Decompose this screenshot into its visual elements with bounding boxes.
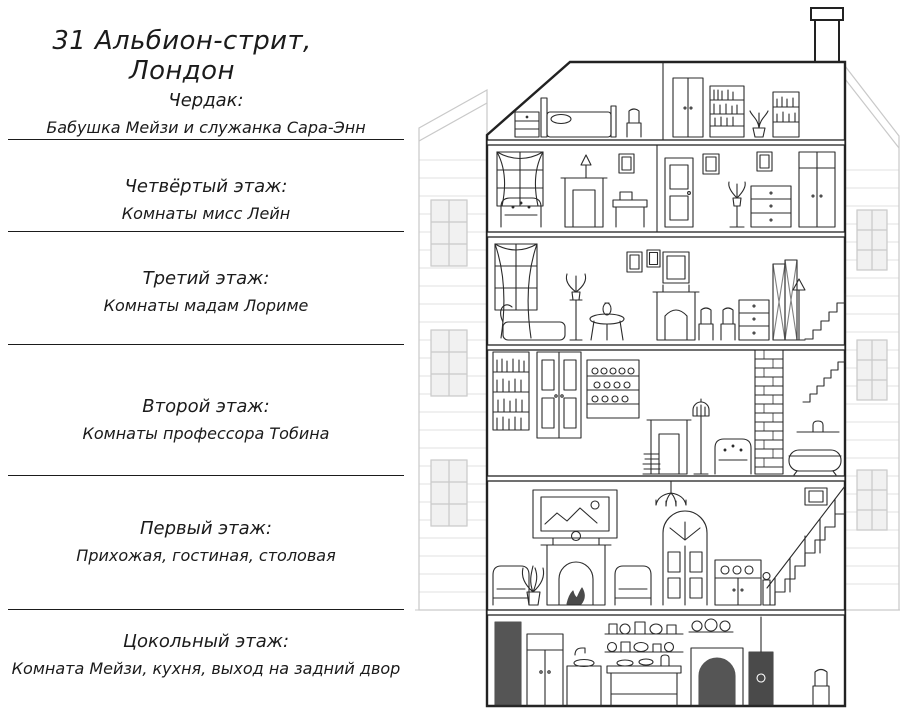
stove-icon xyxy=(748,616,774,707)
chair-icon xyxy=(698,307,736,341)
chaise-icon xyxy=(500,304,566,341)
floor-divider xyxy=(8,344,404,345)
back-door-icon xyxy=(494,621,522,707)
wing-chair-icon xyxy=(492,565,530,606)
potted-plant-icon xyxy=(749,110,769,138)
wardrobe-icon xyxy=(672,77,704,138)
floor-description: Комнаты мисс Лейн xyxy=(121,204,291,223)
fourth-floor-room xyxy=(496,144,836,233)
page-title: 31 Альбион-стрит, Лондон xyxy=(52,26,312,86)
floor-description: Комнаты мадам Лориме xyxy=(103,296,309,315)
floor-entry-third: Третий этаж: Комнаты мадам Лориме xyxy=(6,268,406,315)
sink-icon xyxy=(566,647,602,707)
left-neighbor-house xyxy=(418,88,488,611)
fern-plant-icon xyxy=(521,565,545,606)
wing-chair-icon xyxy=(614,565,652,606)
floor-entry-fourth: Четвёртый этаж: Комнаты мисс Лейн xyxy=(6,176,406,223)
bed-icon xyxy=(540,97,617,138)
bathtub-icon xyxy=(788,449,842,476)
kitchen-chair-icon xyxy=(812,668,830,707)
first-floor-room xyxy=(492,480,846,606)
right-neighbor-house xyxy=(844,64,900,611)
cabinet-icon xyxy=(798,151,836,228)
floor-description: Прихожая, гостиная, столовая xyxy=(76,546,336,565)
attic-room xyxy=(514,61,800,141)
birdcage-icon xyxy=(692,398,710,475)
fireplace-icon xyxy=(560,154,608,228)
dresser-icon xyxy=(750,185,792,228)
floor-legend: 31 Альбион-стрит, Лондон Чердак: Бабушка… xyxy=(0,0,412,720)
floor-divider xyxy=(8,231,404,232)
curtained-window-icon xyxy=(494,243,538,339)
plant-stand-icon xyxy=(728,181,746,228)
floor-description: Комнаты профессора Тобина xyxy=(82,424,330,443)
armchair-icon xyxy=(500,197,542,228)
washstand-icon xyxy=(514,111,540,138)
floor-slabs xyxy=(486,139,846,616)
double-door-icon xyxy=(536,351,582,439)
arched-door-icon xyxy=(662,510,708,606)
third-floor-room xyxy=(494,243,846,341)
basement-room xyxy=(494,616,830,707)
brick-wall xyxy=(754,349,784,475)
floor-divider xyxy=(8,475,404,476)
plate-shelf-icon xyxy=(688,618,734,633)
painting-icon xyxy=(532,489,618,539)
fireplace-icon xyxy=(652,284,700,341)
fireplace-icon xyxy=(540,530,612,606)
jar-shelf-icon xyxy=(772,91,800,138)
sideboard-icon xyxy=(714,559,762,606)
bookcase-icon xyxy=(492,351,530,431)
chandelier-icon xyxy=(655,480,687,507)
fireplace-icon xyxy=(646,419,692,475)
wall-frames-icon xyxy=(626,249,661,273)
floor-name: Первый этаж: xyxy=(140,518,272,539)
floor-name: Цокольный этаж: xyxy=(122,631,290,652)
chimney-icon xyxy=(810,7,844,65)
floor-entry-second: Второй этаж: Комнаты профессора Тобина xyxy=(6,396,406,443)
kitchen-shelf-icon xyxy=(604,621,684,653)
armchair-icon xyxy=(714,438,752,475)
kitchen-range-icon xyxy=(690,647,744,707)
folding-screen-icon xyxy=(772,259,798,341)
floor-entry-basement: Цокольный этаж: Комната Мейзи, кухня, вы… xyxy=(6,631,406,678)
floor-name: Чердак: xyxy=(168,90,244,111)
chair-icon xyxy=(626,108,642,138)
second-floor-room xyxy=(492,349,846,476)
stairs-icon xyxy=(802,353,846,403)
china-cabinet-icon xyxy=(586,359,640,419)
house-illustration xyxy=(415,0,900,720)
small-frame-icon xyxy=(804,487,828,506)
floor-name: Второй этаж: xyxy=(142,396,270,417)
floor-divider xyxy=(8,139,404,140)
chest-of-drawers-icon xyxy=(738,299,770,341)
house-cross-section-illustration xyxy=(415,7,900,708)
floor-divider xyxy=(8,609,404,610)
bookshelf-icon xyxy=(709,85,745,138)
floor-description: Бабушка Мейзи и служанка Сара-Энн xyxy=(46,118,366,137)
floor-entry-attic: Чердак: Бабушка Мейзи и служанка Сара-Эн… xyxy=(6,90,406,137)
floor-name: Третий этаж: xyxy=(142,268,270,289)
door-icon xyxy=(664,157,694,228)
kitchen-table-icon xyxy=(606,654,682,707)
desk-icon xyxy=(612,191,648,228)
floor-lamp-icon xyxy=(792,278,806,341)
pedestal-plant-icon xyxy=(565,273,587,341)
shelf-jug-icon xyxy=(796,420,840,433)
mirror-icon xyxy=(662,251,690,284)
floor-entry-first: Первый этаж: Прихожая, гостиная, столова… xyxy=(6,518,406,565)
portrait-icon xyxy=(702,151,773,175)
floor-description: Комната Мейзи, кухня, выход на задний дв… xyxy=(11,659,401,678)
round-table-icon xyxy=(589,302,625,341)
stairs-icon xyxy=(804,293,846,340)
staircase-icon xyxy=(762,485,846,606)
floor-name: Четвёртый этаж: xyxy=(124,176,288,197)
cupboard-icon xyxy=(526,633,564,707)
picture-frame-icon xyxy=(618,153,635,174)
